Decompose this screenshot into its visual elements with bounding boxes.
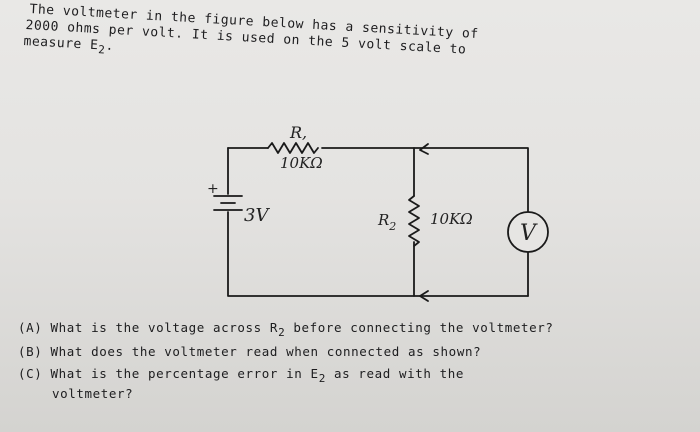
top-wire-right — [321, 147, 529, 297]
question-c-line-2: voltmeter? — [52, 386, 134, 401]
top-junction-arrow — [419, 143, 429, 155]
r1-resistor — [267, 142, 319, 154]
r2-value: 10KΩ — [430, 210, 473, 228]
battery-plus: + — [207, 181, 219, 197]
r1-value: 10KΩ — [280, 154, 323, 172]
question-c: (C) What is the percentage error in E2 a… — [18, 366, 465, 385]
left-wire-lower — [227, 211, 529, 297]
question-b: (B) What does the voltmeter read when co… — [18, 344, 482, 359]
bottom-junction-arrow — [419, 290, 429, 302]
question-a: (A) What is the voltage across R2 before… — [18, 320, 554, 339]
r2-resistor — [408, 195, 420, 247]
voltmeter-circle — [507, 211, 549, 253]
battery-value: 3V — [244, 205, 270, 226]
r2-label: R2 — [377, 211, 396, 233]
r1-label: R, — [289, 123, 307, 142]
voltmeter-symbol: V — [520, 221, 538, 246]
